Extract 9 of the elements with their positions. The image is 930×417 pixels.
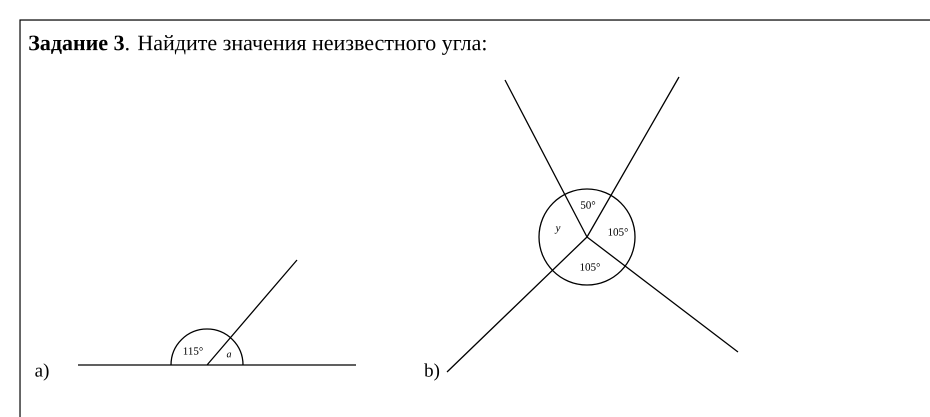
- angle-label: 105°: [580, 263, 600, 271]
- part-label: a): [35, 363, 49, 381]
- angle-label: a: [226, 352, 232, 358]
- angle-label: 105°: [608, 228, 628, 236]
- angle-label: y: [554, 226, 560, 234]
- angle-label: 50°: [580, 201, 596, 209]
- angle-label: 115°: [184, 347, 203, 355]
- task-heading: Задание 3. Найдите значения неизвестного угла:: [29, 35, 486, 55]
- part-label: b): [424, 363, 440, 381]
